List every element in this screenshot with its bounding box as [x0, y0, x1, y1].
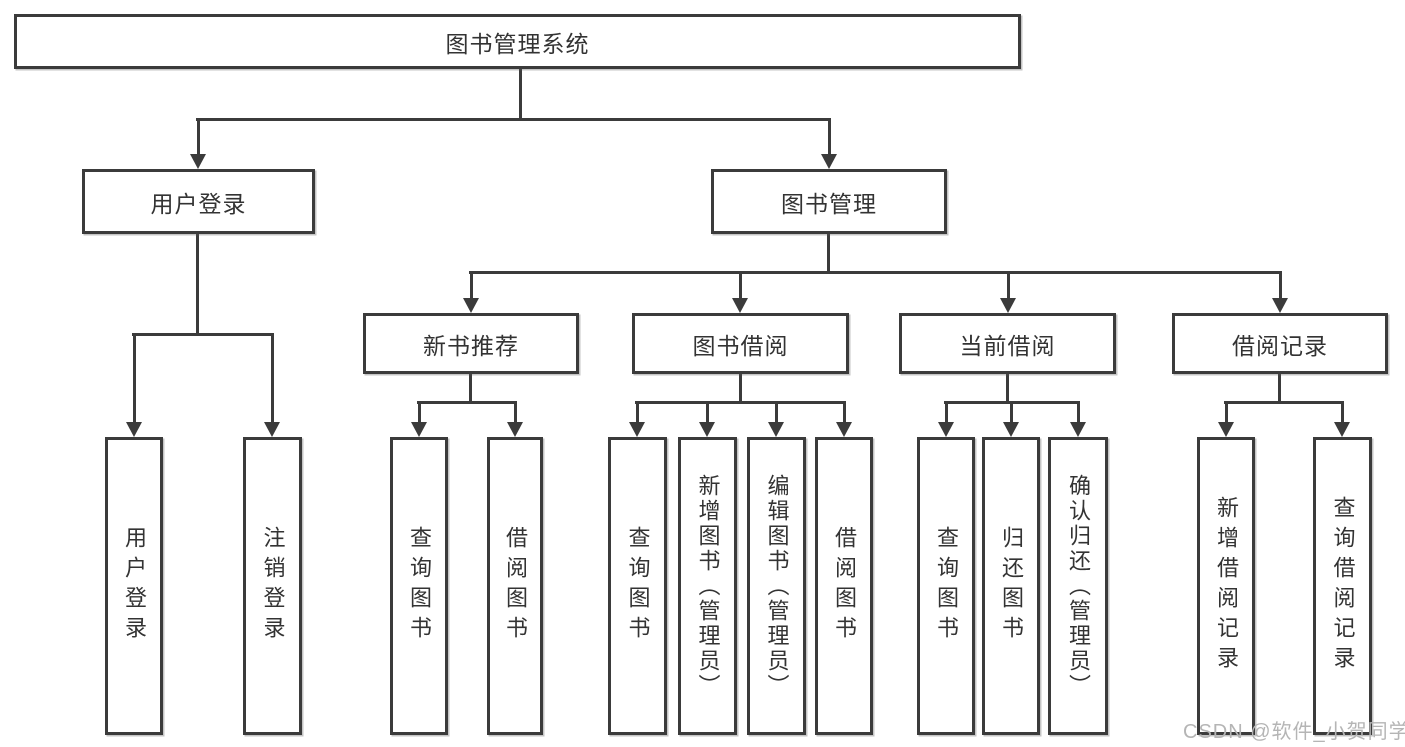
- leaf-newbooks-query-books: 查询图书: [390, 437, 448, 735]
- connector-line: [1278, 374, 1281, 403]
- arrow-down-icon: [1000, 271, 1016, 313]
- node-new-book-recommendation: 新书推荐: [363, 313, 579, 374]
- leaf-label: 查询借阅记录: [1330, 496, 1356, 676]
- connector-line: [132, 333, 274, 336]
- node-book-management: 图书管理: [711, 169, 947, 234]
- connector-line: [1006, 374, 1009, 403]
- leaf-borrow-query-books: 查询图书: [608, 437, 667, 735]
- arrow-down-icon: [938, 401, 954, 437]
- arrow-down-icon: [821, 118, 837, 169]
- leaf-borrow-edit-books-admin: 编辑图书（管理员）: [747, 437, 806, 735]
- arrow-down-icon: [126, 333, 142, 437]
- arrow-down-icon: [699, 401, 715, 437]
- connector-line: [635, 401, 846, 404]
- connector-line: [196, 232, 199, 335]
- leaf-label: 注销登录: [260, 526, 286, 646]
- arrow-down-icon: [1218, 401, 1234, 437]
- arrow-down-icon: [768, 401, 784, 437]
- connector-line: [469, 374, 472, 403]
- arrow-down-icon: [507, 401, 523, 437]
- leaf-label: 归还图书: [999, 526, 1024, 646]
- connector-line: [827, 232, 830, 273]
- node-user-login: 用户登录: [82, 169, 315, 234]
- leaf-label: 查询图书: [934, 526, 959, 646]
- leaf-logout: 注销登录: [243, 437, 302, 735]
- arrow-down-icon: [463, 271, 479, 313]
- leaf-records-query-record: 查询借阅记录: [1313, 437, 1372, 735]
- connector-line: [1224, 401, 1344, 404]
- leaf-borrow-add-books-admin: 新增图书（管理员）: [678, 437, 737, 735]
- leaf-user-login: 用户登录: [105, 437, 163, 735]
- arrow-down-icon: [629, 401, 645, 437]
- leaf-label: 借阅图书: [503, 526, 528, 646]
- leaf-current-confirm-return-admin: 确认归还（管理员）: [1048, 437, 1108, 735]
- leaf-current-query-books: 查询图书: [917, 437, 975, 735]
- leaf-current-return-books: 归还图书: [982, 437, 1040, 735]
- node-borrowing-records: 借阅记录: [1172, 313, 1388, 374]
- connector-line: [417, 401, 517, 404]
- leaf-records-add-record: 新增借阅记录: [1197, 437, 1255, 735]
- leaf-label: 新增借阅记录: [1214, 496, 1239, 676]
- leaf-label: 查询图书: [407, 526, 432, 646]
- node-current-borrowing: 当前借阅: [899, 313, 1116, 374]
- node-book-borrowing: 图书借阅: [632, 313, 849, 374]
- arrow-down-icon: [1070, 401, 1086, 437]
- leaf-label: 新增图书（管理员）: [695, 473, 721, 699]
- leaf-newbooks-borrow-books: 借阅图书: [487, 437, 543, 735]
- arrow-down-icon: [411, 401, 427, 437]
- leaf-label: 确认归还（管理员）: [1066, 473, 1091, 699]
- connector-line: [196, 118, 830, 121]
- leaf-borrow-borrow-books: 借阅图书: [815, 437, 873, 735]
- arrow-down-icon: [1003, 401, 1019, 437]
- leaf-label: 用户登录: [122, 526, 147, 646]
- arrow-down-icon: [264, 333, 280, 437]
- arrow-down-icon: [1334, 401, 1350, 437]
- arrow-down-icon: [190, 118, 206, 169]
- arrow-down-icon: [836, 401, 852, 437]
- leaf-label: 编辑图书（管理员）: [764, 473, 790, 699]
- connector-line: [739, 374, 742, 403]
- arrow-down-icon: [732, 271, 748, 313]
- leaf-label: 借阅图书: [832, 526, 857, 646]
- connector-line: [469, 271, 1281, 274]
- node-library-management-system: 图书管理系统: [14, 14, 1021, 69]
- csdn-watermark: CSDN @软件_小贺同学: [1183, 721, 1405, 743]
- connector-line: [519, 69, 522, 120]
- arrow-down-icon: [1272, 271, 1288, 313]
- leaf-label: 查询图书: [625, 526, 651, 646]
